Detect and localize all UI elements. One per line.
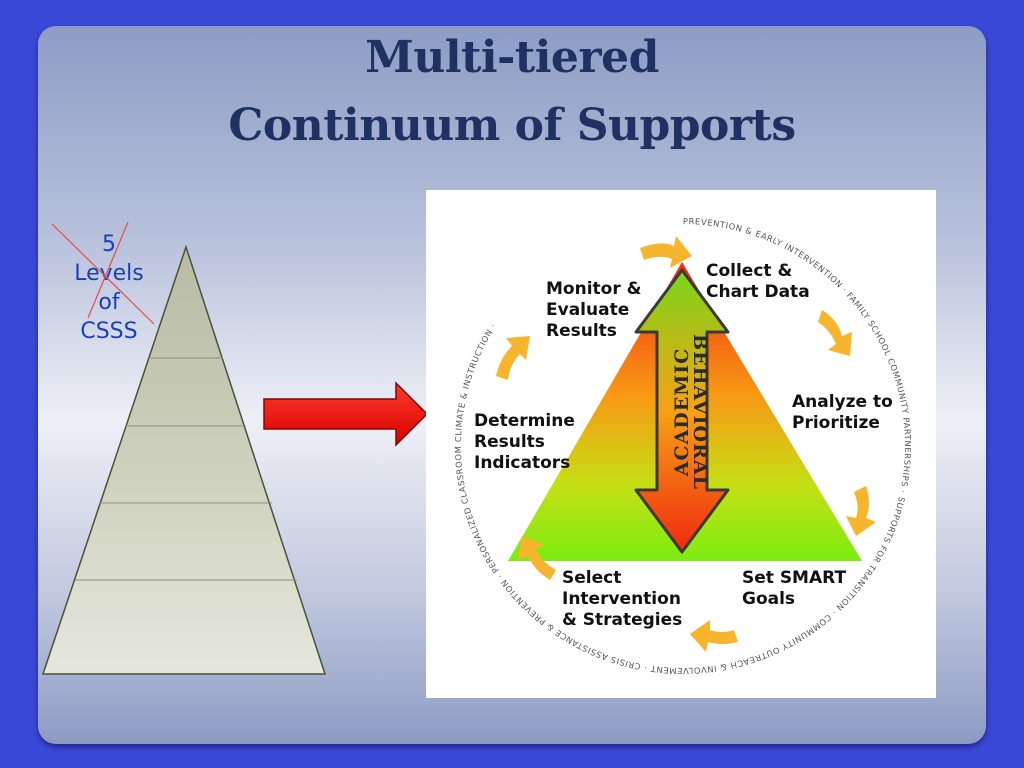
behavioral-label: BEHAVIORAL — [689, 334, 711, 490]
cycle-arrow-icon — [518, 536, 556, 580]
svg-text:Select: Select — [562, 568, 621, 588]
levels-label-acronym: CSSS — [80, 319, 138, 344]
step-monitor-evaluate: Monitor & Evaluate Results — [546, 279, 642, 341]
slide-title-line-1: Multi-tiered — [365, 32, 659, 83]
cycle-arrow-icon — [818, 310, 852, 356]
cycle-arrow-icon — [496, 336, 530, 380]
pyramid-shape — [41, 244, 327, 675]
strike-through-mark — [51, 221, 155, 325]
tier-pyramid — [41, 244, 327, 675]
academic-behavioral-double-arrow — [634, 268, 730, 554]
step-select-intervention: Select Intervention & Strategies — [562, 568, 682, 630]
svg-text:Monitor &: Monitor & — [546, 279, 642, 299]
svg-text:Intervention: Intervention — [562, 589, 681, 609]
svg-text:Indicators: Indicators — [474, 453, 570, 473]
svg-text:Results: Results — [474, 432, 545, 452]
step-analyze: Analyze to Prioritize — [792, 392, 893, 433]
svg-text:& Strategies: & Strategies — [562, 610, 682, 630]
academic-label: ACADEMIC — [671, 348, 693, 478]
levels-label-of: of — [98, 290, 120, 315]
levels-label-number: 5 — [102, 232, 116, 257]
svg-text:Collect &: Collect & — [706, 261, 792, 281]
step-collect: Collect & Chart Data — [706, 261, 810, 302]
svg-text:Prioritize: Prioritize — [792, 413, 880, 433]
cycle-arrows — [496, 236, 876, 652]
svg-text:Determine: Determine — [474, 411, 575, 431]
step-set-goals: Set SMART Goals — [742, 568, 846, 609]
cycle-arrow-icon — [640, 236, 692, 268]
cycle-arrow-icon — [846, 486, 876, 536]
svg-text:Chart Data: Chart Data — [706, 282, 810, 302]
slide-title-line-2: Continuum of Supports — [228, 100, 796, 151]
pointer-arrow — [263, 381, 429, 447]
cycle-arrow-icon — [690, 620, 738, 652]
levels-label-word: Levels — [74, 261, 144, 286]
cycle-diagram-svg: PREVENTION & EARLY INTERVENTION · FAMILY… — [453, 216, 912, 676]
step-determine-indicators: Determine Results Indicators — [474, 411, 575, 473]
svg-text:Goals: Goals — [742, 589, 795, 609]
svg-text:Set SMART: Set SMART — [742, 568, 846, 588]
cycle-diagram: PREVENTION & EARLY INTERVENTION · FAMILY… — [426, 190, 936, 698]
svg-text:Evaluate: Evaluate — [546, 300, 629, 320]
svg-text:Results: Results — [546, 321, 617, 341]
levels-label: 5 Levels of CSSS — [62, 230, 156, 346]
svg-text:Analyze to: Analyze to — [792, 392, 893, 412]
